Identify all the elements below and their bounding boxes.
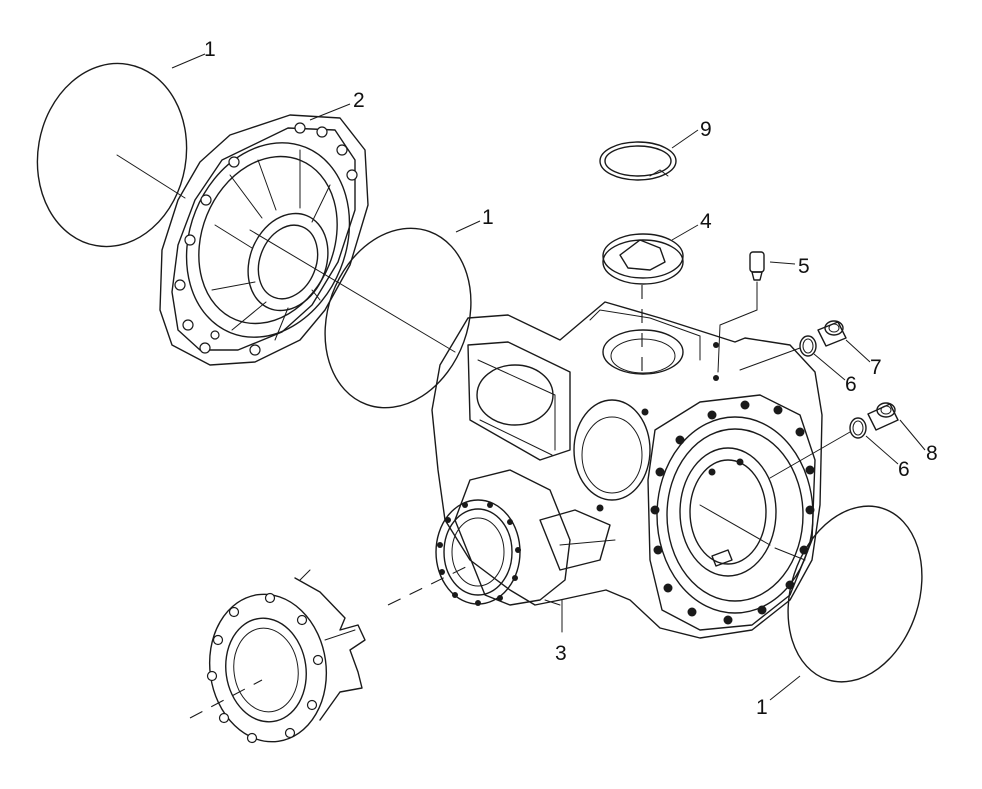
callout-2: 2 — [353, 89, 365, 112]
plug-upper — [817, 320, 847, 347]
axle-housing — [387, 301, 823, 639]
o-ring-center — [324, 227, 472, 409]
callout-3: 3 — [555, 642, 567, 665]
seal-ring-upper — [799, 335, 817, 357]
cap-plate — [602, 233, 684, 380]
callout-9: 9 — [700, 118, 712, 141]
callout-8: 8 — [926, 442, 938, 465]
plug-lower — [867, 402, 899, 431]
callout-6-upper: 6 — [845, 373, 857, 396]
cover-plate — [159, 114, 369, 366]
callout-6-lower: 6 — [898, 458, 910, 481]
o-ring-upper-left — [36, 62, 188, 248]
callout-7: 7 — [870, 356, 882, 379]
callout-1-upper-left: 1 — [204, 38, 216, 61]
snap-ring — [599, 141, 677, 181]
callout-1-lower-right: 1 — [756, 696, 768, 719]
callout-5: 5 — [798, 255, 810, 278]
seal-ring-lower — [849, 417, 867, 439]
o-ring-lower-right — [787, 505, 923, 683]
callout-1-center: 1 — [482, 206, 494, 229]
vent-plug — [713, 251, 765, 381]
companion-flange — [189, 569, 366, 744]
callout-4: 4 — [700, 210, 712, 233]
